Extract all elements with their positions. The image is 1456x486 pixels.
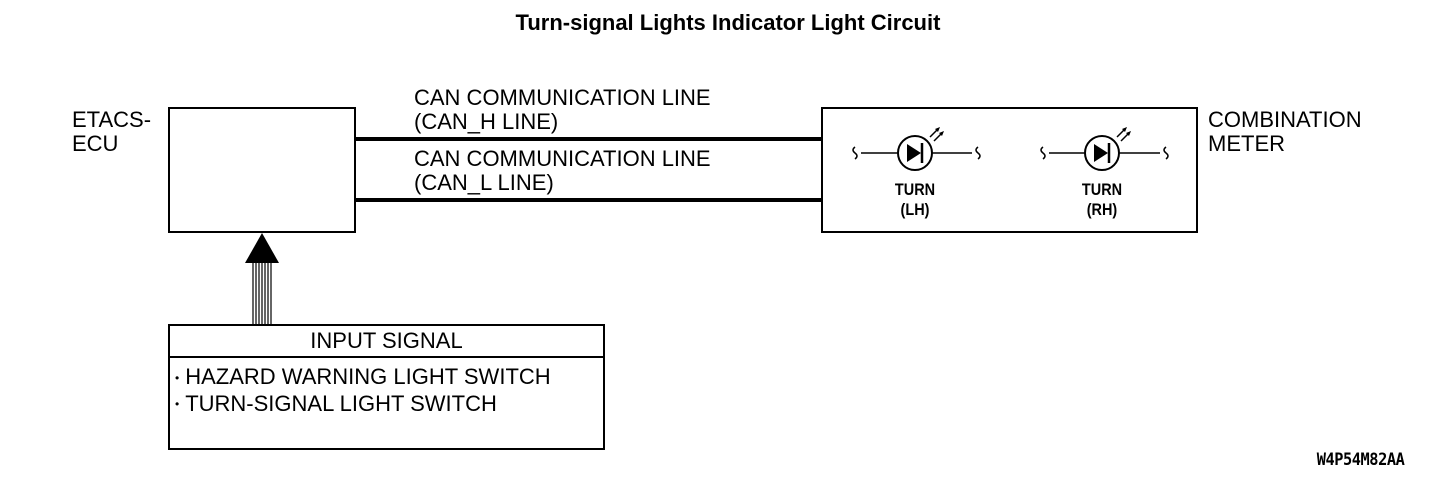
input-signal-item: •TURN-SIGNAL LIGHT SWITCH: [175, 390, 497, 416]
can-h-label-line2: (CAN_H LINE): [414, 109, 559, 134]
bullet-icon: •: [175, 370, 180, 385]
etacs-ecu-box: [168, 107, 356, 233]
combination-meter-label: COMBINATION METER: [1208, 108, 1362, 156]
turn-lh-label: TURN (LH): [881, 180, 949, 220]
combination-meter-label-line2: METER: [1208, 131, 1285, 156]
input-signal-box: INPUT SIGNAL •HAZARD WARNING LIGHT SWITC…: [168, 324, 605, 450]
combination-meter-box: [821, 107, 1198, 233]
turn-lh-label-line2: (LH): [900, 200, 930, 219]
can-h-label-line1: CAN COMMUNICATION LINE: [414, 85, 711, 110]
etacs-ecu-label-line2: ECU: [72, 131, 119, 156]
input-signal-item: •HAZARD WARNING LIGHT SWITCH: [175, 364, 551, 389]
can-l-label-line1: CAN COMMUNICATION LINE: [414, 146, 711, 171]
input-signal-arrow: [245, 233, 279, 326]
input-signal-header: INPUT SIGNAL: [170, 326, 603, 358]
can-l-label: CAN COMMUNICATION LINE (CAN_L LINE): [414, 147, 711, 195]
turn-rh-label: TURN (RH): [1068, 180, 1136, 220]
input-signal-list: •HAZARD WARNING LIGHT SWITCH •TURN-SIGNA…: [170, 358, 603, 417]
can-l-label-line2: (CAN_L LINE): [414, 170, 554, 195]
diagram-title: Turn-signal Lights Indicator Light Circu…: [515, 10, 941, 35]
can-h-label: CAN COMMUNICATION LINE (CAN_H LINE): [414, 86, 711, 134]
figure-code: W4P54M82AA: [1316, 450, 1404, 470]
combination-meter-label-line1: COMBINATION: [1208, 107, 1362, 132]
etacs-ecu-label: ETACS- ECU: [72, 108, 151, 156]
turn-lh-label-line1: TURN: [894, 180, 936, 199]
etacs-ecu-label-line1: ETACS-: [72, 107, 152, 132]
turn-rh-led-icon: [1040, 127, 1169, 171]
turn-rh-label-line1: TURN: [1081, 180, 1123, 199]
turn-lh-led-icon: [852, 127, 981, 171]
bullet-icon: •: [175, 397, 180, 412]
turn-rh-label-line2: (RH): [1086, 200, 1118, 219]
